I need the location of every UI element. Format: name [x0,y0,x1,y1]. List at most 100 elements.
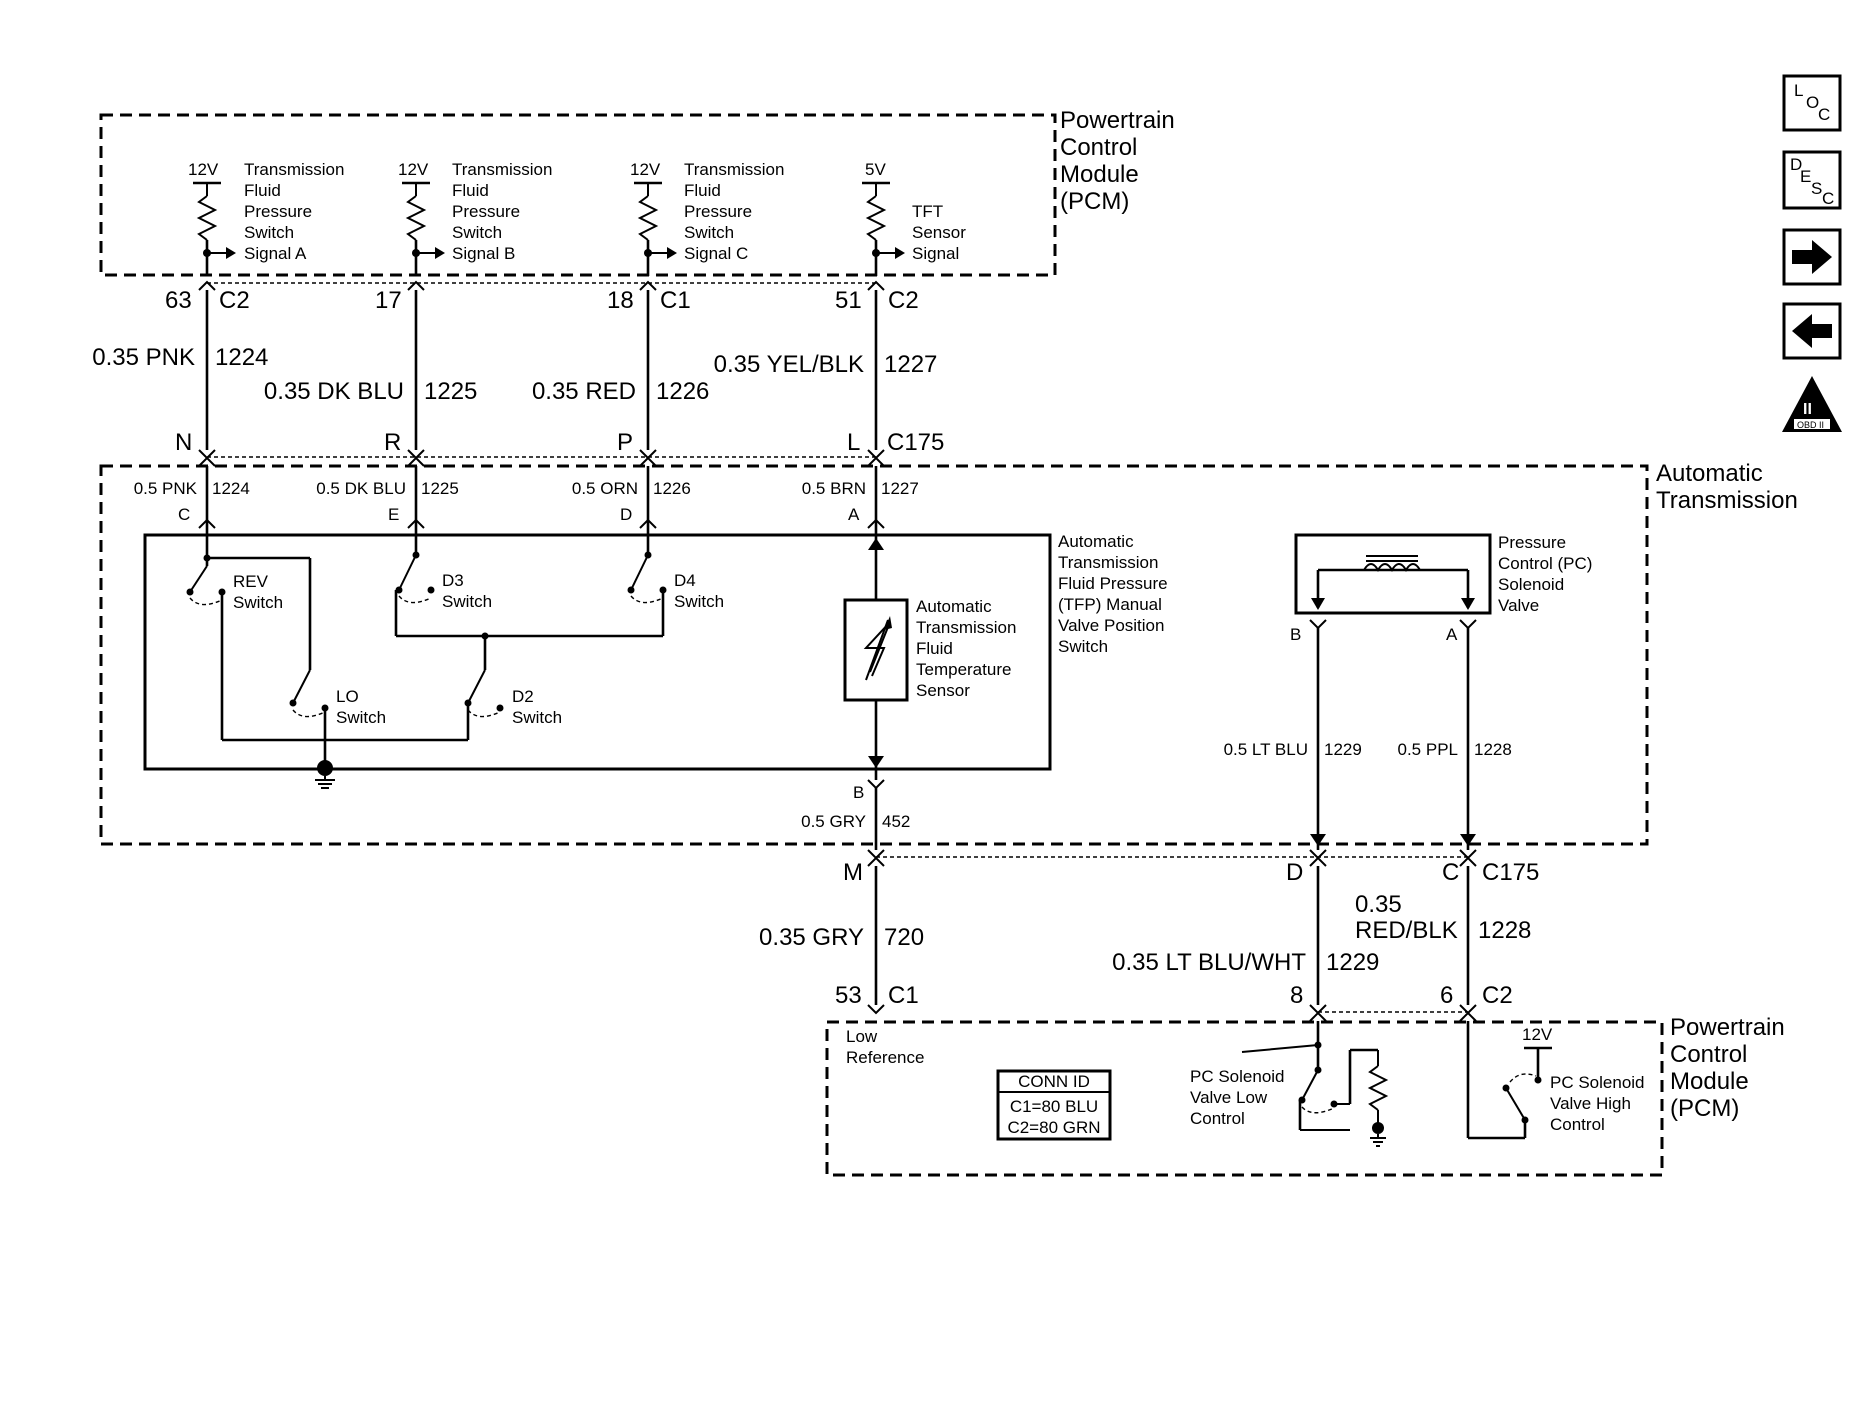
ground-icon [315,776,335,789]
svg-text:0.5 DK BLU: 0.5 DK BLU [316,479,406,498]
svg-text:N: N [175,429,192,456]
svg-text:Switch: Switch [336,708,386,727]
svg-text:TFT: TFT [912,202,943,221]
svg-text:1224: 1224 [215,344,268,371]
svg-text:Control: Control [1060,134,1137,161]
svg-text:1224: 1224 [212,479,250,498]
svg-text:1227: 1227 [881,479,919,498]
svg-text:1226: 1226 [653,479,691,498]
svg-text:Control (PC): Control (PC) [1498,554,1592,573]
svg-text:Transmission: Transmission [1656,487,1798,514]
pressure-switch-signal-c: 12V Transmission Fluid Pressure Switch S… [630,160,784,276]
svg-text:RED/BLK: RED/BLK [1355,917,1458,944]
lower-wires: 0.35 GRY 720 0.35 RED/BLK 1228 0.35 LT B… [759,866,1531,1005]
svg-text:Switch: Switch [1058,637,1108,656]
svg-text:1228: 1228 [1478,917,1531,944]
svg-text:0.5 ORN: 0.5 ORN [572,479,638,498]
svg-text:0.35 DK BLU: 0.35 DK BLU [264,378,404,405]
svg-text:PC Solenoid: PC Solenoid [1190,1067,1285,1086]
svg-text:C2=80 GRN: C2=80 GRN [1007,1118,1100,1137]
svg-text:REV: REV [233,572,269,591]
tft-sensor-signal: 5V TFT Sensor Signal [862,160,966,276]
automatic-transmission-box: Automatic Transmission [99,460,1798,846]
svg-text:LO: LO [336,687,359,706]
svg-text:12V: 12V [630,160,661,179]
loc-button[interactable]: L O C [1782,74,1842,132]
svg-text:63: 63 [165,287,192,314]
d3-switch: D3 Switch [394,528,492,636]
svg-text:Switch: Switch [684,223,734,242]
svg-text:Powertrain: Powertrain [1060,107,1175,134]
svg-text:Pressure: Pressure [1498,533,1566,552]
svg-text:C: C [178,505,190,524]
svg-text:C175: C175 [1482,859,1539,886]
svg-text:17: 17 [375,287,402,314]
svg-text:Automatic: Automatic [916,597,992,616]
svg-text:C1=80 BLU: C1=80 BLU [1010,1097,1098,1116]
svg-text:B: B [853,783,864,802]
ground-icon [1370,1134,1386,1147]
prev-arrow-button[interactable] [1782,302,1842,360]
svg-text:OBD II: OBD II [1797,420,1824,430]
svg-text:A: A [1446,625,1458,644]
svg-text:0.5 GRY: 0.5 GRY [801,812,866,831]
desc-button[interactable]: D E S C [1782,150,1842,210]
svg-text:Fluid: Fluid [452,181,489,200]
svg-text:0.5 PNK: 0.5 PNK [134,479,198,498]
svg-text:Switch: Switch [674,592,724,611]
d4-switch: D4 Switch [627,528,724,636]
svg-text:Signal A: Signal A [244,244,307,263]
pc-solenoid-low-control: PC Solenoid Valve Low Control [1190,1021,1389,1147]
svg-text:C2: C2 [1482,982,1513,1009]
svg-text:Valve: Valve [1498,596,1539,615]
pc-solenoid-wires: 0.5 LT BLU 1229 0.5 PPL 1228 [1224,628,1512,850]
lo-switch: LO Switch [289,558,386,740]
svg-text:CONN ID: CONN ID [1018,1072,1090,1091]
svg-text:Switch: Switch [512,708,562,727]
svg-text:Switch: Switch [452,223,502,242]
svg-text:C175: C175 [887,429,944,456]
svg-text:0.5 PPL: 0.5 PPL [1398,740,1459,759]
svg-text:D: D [1286,859,1303,886]
svg-text:0.35 PNK: 0.35 PNK [92,344,195,371]
arrow-right-icon [1792,240,1832,274]
svg-text:8: 8 [1290,982,1303,1009]
svg-text:1227: 1227 [884,351,937,378]
tfp-manual-valve-switch-box: Automatic Transmission Fluid Pressure (T… [143,532,1168,771]
svg-text:(PCM): (PCM) [1060,188,1129,215]
rev-switch: REV Switch [186,528,310,740]
next-arrow-button[interactable] [1782,228,1842,286]
pcm-bottom-connectors: 53 C1 8 6 C2 [835,982,1513,1022]
svg-text:Transmission: Transmission [684,160,784,179]
svg-text:Automatic: Automatic [1656,460,1763,487]
svg-text:Automatic: Automatic [1058,532,1134,551]
svg-text:B: B [1290,625,1301,644]
obd-ii-button[interactable]: II OBD II [1782,376,1842,432]
pcm-top-box: Powertrain Control Module (PCM) [99,107,1175,277]
svg-text:Temperature: Temperature [916,660,1011,679]
svg-text:C1: C1 [660,287,691,314]
svg-text:0.35 LT BLU/WHT: 0.35 LT BLU/WHT [1112,949,1306,976]
svg-text:Valve Position: Valve Position [1058,616,1164,635]
svg-text:C: C [1442,859,1459,886]
svg-text:0.35: 0.35 [1355,891,1402,918]
svg-text:0.5 BRN: 0.5 BRN [802,479,866,498]
svg-text:Low: Low [846,1027,878,1046]
svg-text:II: II [1803,401,1812,418]
c175-bottom-connector: M D C C175 [843,849,1539,886]
svg-text:Control: Control [1190,1109,1245,1128]
svg-text:6: 6 [1440,982,1453,1009]
svg-text:Powertrain: Powertrain [1670,1014,1785,1041]
svg-text:720: 720 [884,924,924,951]
svg-text:Switch: Switch [233,593,283,612]
svg-text:S: S [1811,179,1822,198]
svg-text:Valve Low: Valve Low [1190,1088,1268,1107]
svg-text:E: E [388,505,399,524]
svg-text:Transmission: Transmission [452,160,552,179]
svg-text:51: 51 [835,287,862,314]
d3-d4-bus [396,632,663,670]
svg-text:12V: 12V [188,160,219,179]
pressure-switch-signal-b: 12V Transmission Fluid Pressure Switch S… [398,160,552,276]
svg-text:D3: D3 [442,571,464,590]
svg-text:D2: D2 [512,687,534,706]
